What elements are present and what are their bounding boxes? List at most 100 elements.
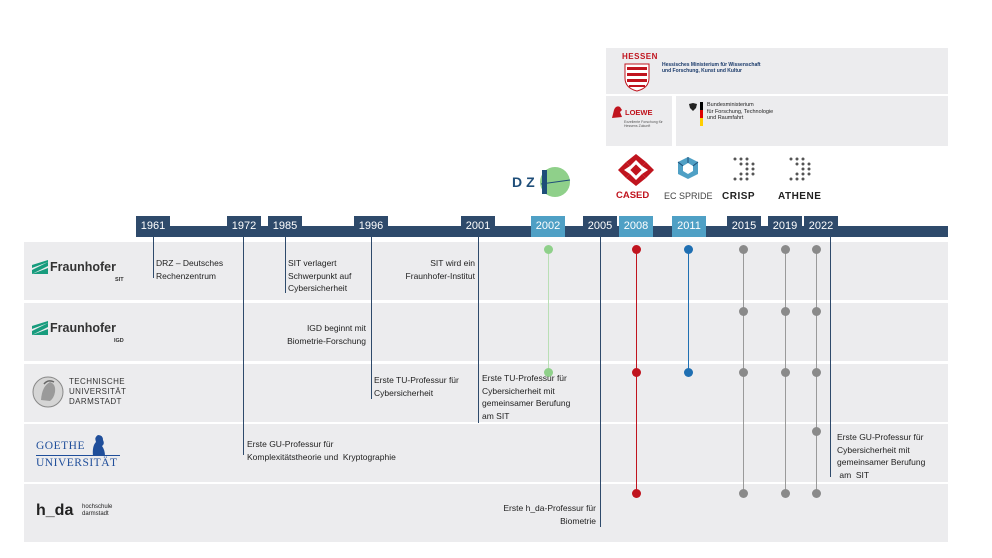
lane-fraunhofer-igd (24, 303, 948, 361)
tu-line3: DARMSTADT (69, 397, 122, 406)
year-2001: 2001 (461, 216, 495, 237)
athene2022-dot-goethe (812, 427, 821, 436)
cased-logo: CASED (614, 152, 658, 202)
fraunhofer-mark-icon (32, 260, 48, 274)
ecspride-dot-sit (684, 245, 693, 254)
connector-1985 (285, 237, 286, 293)
year-2008: 2008 (619, 216, 653, 237)
ecspride-line (688, 249, 689, 372)
tu-line1: TECHNISCHE (69, 377, 126, 386)
annotation-hda-2005: Erste h_da-Professur für Biometrie (486, 502, 596, 527)
dzi-dot-sit (544, 245, 553, 254)
cased-wordmark: CASED (616, 190, 650, 201)
year-1972: 1972 (227, 216, 261, 237)
crisp-dot-sit (739, 245, 748, 254)
crisp-wordmark: CRISP (722, 191, 756, 202)
lane-goethe (24, 424, 948, 482)
year-1985: 1985 (268, 216, 302, 237)
annotation-hda2005-line1: Erste h_da-Professur für (503, 503, 596, 513)
cased-dot-sit (632, 245, 641, 254)
annotation-tu1996-line2: Cybersicherheit (374, 387, 434, 398)
year-1961: 1961 (136, 216, 170, 237)
loewe-subtitle-line2: Hessens Zukunft (624, 124, 651, 128)
cased-dot-tu (632, 368, 641, 377)
loewe-logo: LOEWE Exzellente Forschung für Hessens Z… (610, 104, 663, 128)
sponsor-box-bmbf (676, 96, 948, 146)
crisp-dot-hda (739, 489, 748, 498)
crisp-dots-icon (733, 157, 755, 181)
crisp-dot-igd (739, 307, 748, 316)
annotation-gu-1972: Erste GU-Professur für Komplexitätstheor… (247, 438, 396, 463)
lion-icon (612, 106, 622, 118)
annotation-hda2005-line2: Biometrie (560, 515, 596, 526)
lane-fraunhofer-sit (24, 242, 948, 300)
bmbf-line1: Bundesministerium (707, 102, 754, 108)
connector-2022-right (830, 237, 831, 477)
hessen-logo: HESSEN (622, 52, 658, 97)
ecspride-wordmark: EC SPRIDE (664, 191, 713, 201)
hessen-crest-icon (624, 63, 650, 92)
goethe-portrait-icon (92, 435, 105, 456)
goethe-line2: UNIVERSITÄT (36, 457, 118, 469)
loewe-subtitle: Exzellente Forschung für Hessens Zukunft (624, 120, 664, 128)
fraunhofer-mark-icon (32, 321, 48, 335)
dzi-wordmark: DZ (512, 174, 539, 190)
annotation-tu2001-line3: gemeinsamer Berufung (482, 398, 571, 408)
annotation-tu-2001: Erste TU-Professur für Cybersicherheit m… (482, 372, 570, 422)
sponsor-box-hessen (606, 48, 948, 94)
annotation-tu1996-line1: Erste TU-Professur für (374, 375, 459, 385)
fraunhofer-sit-sub: SIT (115, 277, 124, 283)
athene2022-dot-sit (812, 245, 821, 254)
tu-line2: UNIVERSITÄT (69, 387, 127, 396)
annotation-tu2001-line4: am SIT (482, 410, 510, 421)
year-2011: 2011 (672, 216, 706, 237)
annotation-sit-1985: SIT verlagert Schwerpunkt auf Cybersiche… (288, 257, 351, 295)
cased-dot-hda (632, 489, 641, 498)
bmbf-text: Bundesministerium für Forschung, Technol… (707, 102, 807, 122)
connector-1996 (371, 237, 372, 399)
athene-dot-igd (781, 307, 790, 316)
dzi-line (548, 249, 549, 372)
athene-dots-icon (789, 157, 811, 181)
annotation-igd-line2: Biometrie-Forschung (287, 335, 366, 346)
annotation-sit-2001: SIT wird ein Fraunhofer-Institut (393, 257, 475, 282)
dzi-dot-tu (544, 368, 553, 377)
cased-flower-icon (618, 154, 654, 186)
connector-1961 (153, 237, 154, 278)
athene2022-dot-hda (812, 489, 821, 498)
goethe-rule (36, 455, 120, 456)
ecspride-dot-tu (684, 368, 693, 377)
ecspride-cube-icon (677, 157, 699, 179)
athene-dot-hda (781, 489, 790, 498)
annotation-drz-line1: DRZ – Deutsches (156, 258, 224, 268)
year-2005: 2005 (583, 216, 617, 237)
hda-sub: hochschule darmstadt (82, 504, 112, 518)
goethe-logo: GOETHE UNIVERSITÄT (36, 434, 132, 472)
annotation-sit1985-line3: Cybersicherheit (288, 283, 348, 293)
lane-hda (24, 484, 948, 542)
athene-logo: ATHENE (776, 156, 828, 202)
annotation-gu2022-line4: am SIT (837, 469, 870, 480)
connector-2001 (478, 237, 479, 423)
annotation-gu2022-line3: gemeinsamer Berufung (837, 457, 926, 467)
hessen-ministry-text: Hessisches Ministerium für Wissenschaft … (662, 62, 761, 74)
athene2022-dot-igd (812, 307, 821, 316)
annotation-tu-1996: Erste TU-Professur für Cybersicherheit (374, 374, 459, 399)
athene2022-dot-tu (812, 368, 821, 377)
annotation-drz-line2: Rechenzentrum (156, 270, 217, 281)
year-2002: 2002 (531, 216, 565, 237)
tu-darmstadt-logo: TECHNISCHE UNIVERSITÄT DARMSTADT (32, 374, 132, 412)
connector-2005 (600, 237, 601, 527)
hessen-ministry-line1: Hessisches Ministerium für Wissenschaft (662, 62, 761, 68)
hda-logo: h_da hochschule darmstadt (36, 500, 136, 530)
connector-1972 (243, 237, 244, 455)
crisp-logo: CRISP (722, 156, 770, 202)
loewe-subtitle-line1: Exzellente Forschung für (624, 120, 663, 124)
athene-dot-tu (781, 368, 790, 377)
annotation-igd-biometrie: IGD beginnt mit Biometrie-Forschung (270, 322, 366, 347)
eagle-icon (689, 103, 697, 111)
hda-sub-line2: darmstadt (82, 511, 109, 517)
ecspride-logo: EC SPRIDE (664, 156, 716, 202)
fraunhofer-igd-name: Fraunhofer (50, 321, 116, 335)
fraunhofer-sit-name: Fraunhofer (50, 260, 116, 274)
